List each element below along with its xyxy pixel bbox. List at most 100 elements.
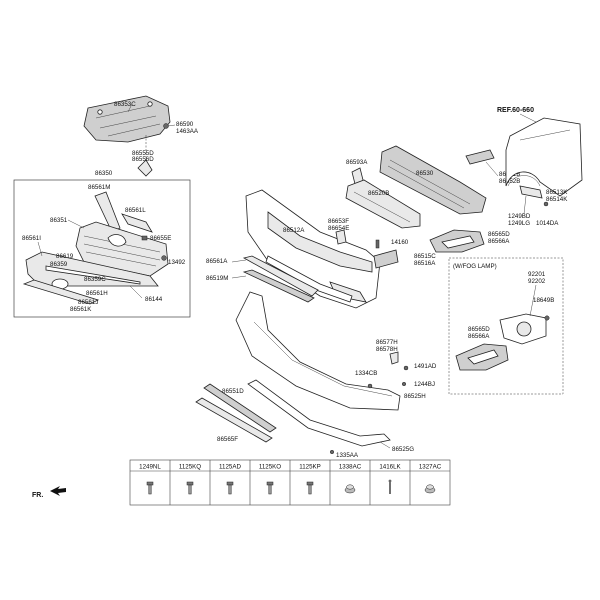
bolt-icon	[306, 481, 314, 495]
fog-cover-86565D-b-part[interactable]	[455, 343, 509, 371]
label-92202: 92202	[528, 278, 546, 285]
fastener-header-1327AC: 1327AC	[419, 464, 442, 471]
label-86551D: 86551D	[222, 388, 244, 395]
skid-plate-86551D-part[interactable]	[203, 383, 277, 433]
bracket-86555D-part[interactable]	[137, 159, 153, 177]
label-1334CB: 1334CB	[355, 370, 377, 377]
label-1335AA: 1335AA	[336, 452, 359, 459]
label-86513K: 86513K	[546, 189, 568, 196]
clip-nut-icon	[424, 484, 436, 494]
radiator-grille-part[interactable]	[75, 221, 169, 277]
label-1244BJ: 1244BJ	[414, 381, 435, 388]
label-92201: 92201	[528, 271, 546, 278]
clip-nut-icon	[344, 484, 356, 494]
label-1249BD: 1249BD	[508, 213, 531, 220]
lower-strip-86525G-part[interactable]	[247, 379, 391, 447]
label-86561M: 86561M	[88, 184, 110, 191]
label-86552B: 86552B	[499, 178, 520, 185]
label-86561H: 86561H	[86, 290, 108, 297]
molding-86519M-part[interactable]	[242, 269, 315, 303]
bolt-icon	[186, 481, 194, 495]
fastener-header-1125AD: 1125AD	[219, 464, 241, 471]
bumper-beam-86530-part[interactable]	[379, 145, 487, 215]
label-86555D: 86555D	[132, 150, 154, 157]
direction-label: FR.	[32, 492, 43, 499]
label-86525G: 86525G	[392, 446, 414, 453]
screw-18649B-icon	[544, 315, 550, 321]
label-86566A-b: 86566A	[468, 333, 490, 340]
label-86619: 86619	[56, 253, 74, 260]
molding-86561A-part[interactable]	[242, 255, 319, 297]
label-1463AA: 1463AA	[176, 128, 199, 135]
label-86520B: 86520B	[368, 190, 389, 197]
lower-bumper-cover-part[interactable]	[235, 291, 401, 411]
fastener-table: 1249NL 1125KQ 1125AD 1125KO 1125KP 1338AC 1416…	[129, 459, 451, 506]
label-86561L: 86561L	[125, 207, 146, 214]
label-86590: 86590	[176, 121, 194, 128]
fastener-header-1125KQ: 1125KQ	[179, 464, 201, 471]
label-86653F: 86653F	[328, 218, 349, 225]
label-86654E: 86654E	[328, 225, 349, 232]
grille-molding-upper-part[interactable]	[94, 191, 121, 233]
label-1491AD: 1491AD	[414, 363, 437, 370]
label-86519M: 86519M	[206, 275, 228, 282]
fastener-header-1249NL: 1249NL	[139, 464, 161, 471]
energy-absorber-86520B-part[interactable]	[345, 179, 421, 229]
label-86516A: 86516A	[414, 260, 436, 267]
label-86359C: 86359C	[84, 276, 106, 283]
fog-lamp-92201-part[interactable]	[499, 313, 547, 345]
label-86144: 86144	[145, 296, 163, 303]
label-86561I: 86561I	[22, 235, 41, 242]
grille-lower-molding-part[interactable]	[25, 251, 159, 287]
label-86561A: 86561A	[206, 258, 228, 265]
label-86514K: 86514K	[546, 196, 568, 203]
fastener-header-1338AC: 1338AC	[339, 464, 362, 471]
grille-molding-side-part[interactable]	[121, 213, 153, 233]
clip-86655E-icon	[141, 235, 148, 241]
fastener-header-1416LK: 1416LK	[379, 464, 401, 471]
label-86530: 86530	[416, 170, 434, 177]
label-86512A: 86512A	[283, 227, 305, 234]
bracket-86513K-part[interactable]	[519, 185, 549, 207]
grille-bottom-molding-part[interactable]	[22, 279, 100, 305]
label-18649B: 18649B	[533, 297, 554, 304]
label-86556D: 86556D	[132, 156, 154, 163]
label-86561J: 86561J	[78, 299, 98, 306]
label-86350: 86350	[95, 170, 113, 177]
clip-86590-icon	[163, 123, 169, 129]
fastener-header-1125KO: 1125KO	[259, 464, 281, 471]
upper-shield-part[interactable]	[83, 95, 171, 143]
bracket-86515C-part[interactable]	[373, 249, 399, 269]
label-86525H: 86525H	[404, 393, 426, 400]
label-1249LG: 1249LG	[508, 220, 530, 227]
label-86515C: 86515C	[414, 253, 436, 260]
label-86565D: 86565D	[488, 231, 510, 238]
label-86578H: 86578H	[376, 346, 398, 353]
front-fender-reference-part[interactable]	[505, 117, 583, 197]
clip-1244BJ-icon	[401, 381, 407, 387]
bolt-icon	[146, 481, 154, 495]
bracket-86653F-part[interactable]	[335, 229, 347, 245]
bracket-86577H-part[interactable]	[389, 351, 399, 365]
pin-icon	[388, 479, 392, 494]
label-1014DA: 1014DA	[536, 220, 559, 227]
label-86565D-b: 86565D	[468, 326, 490, 333]
trim-86551B-part[interactable]	[465, 149, 495, 165]
label-86359: 86359	[50, 261, 68, 268]
label-14160: 14160	[391, 239, 409, 246]
fog-lamp-group-box	[448, 257, 564, 395]
front-bumper-cover-part[interactable]	[245, 189, 381, 309]
bolt-icon	[226, 481, 234, 495]
reference-label: REF.60-660	[497, 107, 534, 114]
label-86655E: 86655E	[150, 235, 171, 242]
molding-86565F-part[interactable]	[195, 397, 273, 443]
sensor-14160-icon	[375, 239, 380, 249]
label-86561K: 86561K	[70, 306, 92, 313]
front-direction-arrow-icon	[50, 486, 66, 496]
fastener-header-1125KP: 1125KP	[299, 464, 321, 471]
label-86566A-a: 86566A	[488, 238, 510, 245]
fog-cover-86565D-part[interactable]	[429, 229, 485, 253]
bolt-icon	[266, 481, 274, 495]
bolt-13492-icon	[161, 255, 167, 261]
label-86353C: 86353C	[114, 101, 136, 108]
